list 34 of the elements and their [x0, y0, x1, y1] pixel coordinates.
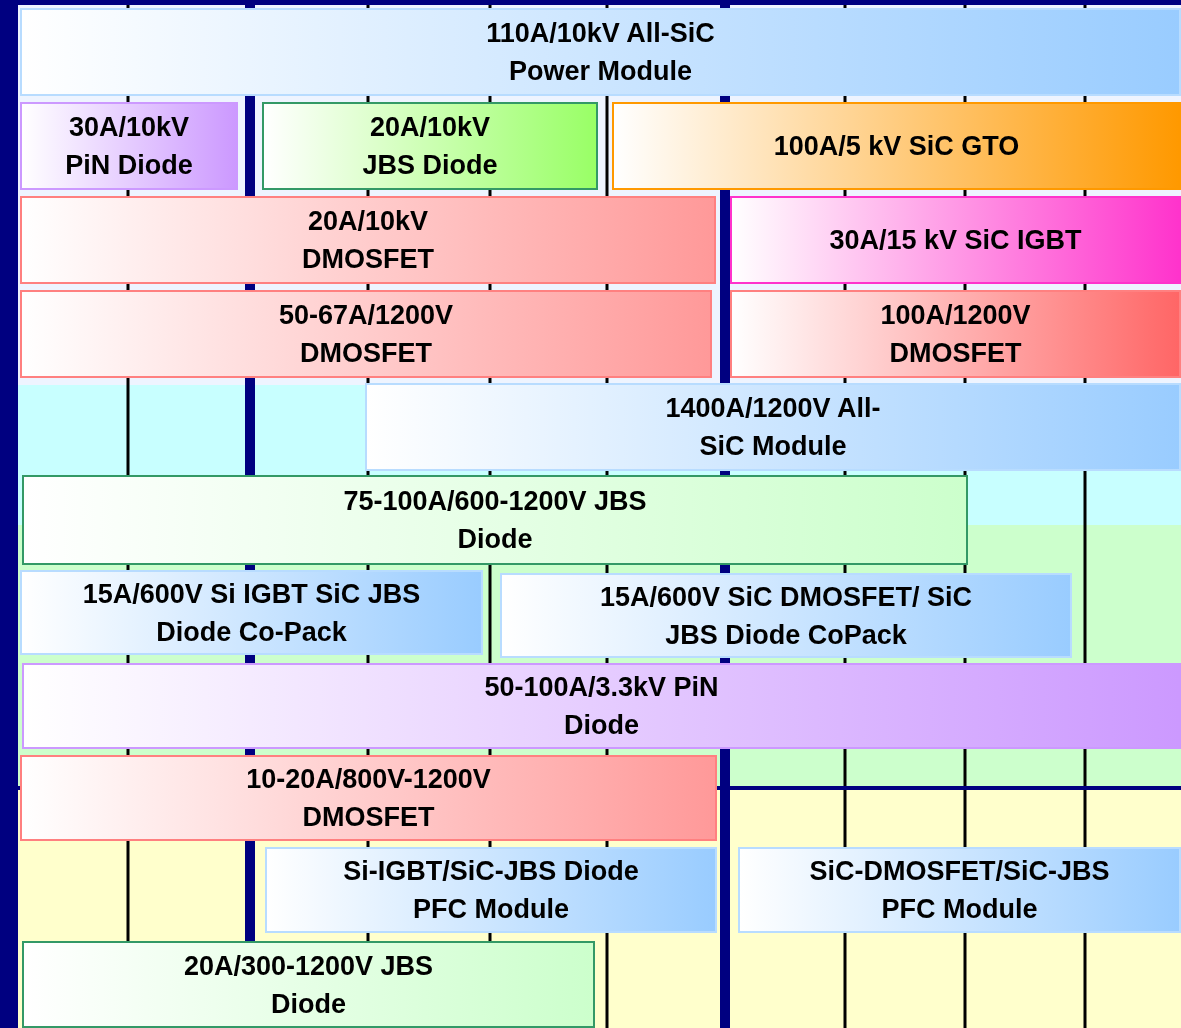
device-bar	[20, 196, 716, 284]
device-label: 20A/10kV JBS Diode	[361, 111, 499, 182]
device-bar	[22, 475, 968, 565]
device-bar	[612, 102, 1181, 190]
device-bar	[22, 941, 595, 1028]
device-bar	[730, 290, 1181, 378]
device-bar	[22, 663, 1181, 749]
device-bar	[500, 573, 1072, 658]
device-bar	[738, 847, 1181, 933]
device-label: 75-100A/600-1200V JBS Diode	[342, 485, 648, 556]
device-label: Si-IGBT/SiC-JBS Diode PFC Module	[342, 855, 640, 926]
device-bar	[20, 570, 483, 655]
device-label: 20A/10kV DMOSFET	[301, 205, 435, 276]
device-bar	[730, 196, 1181, 284]
device-bar	[262, 102, 598, 190]
device-label: 110A/10kV All-SiC Power Module	[485, 17, 716, 88]
device-label: 100A/5 kV SiC GTO	[773, 130, 1020, 163]
device-bar	[365, 383, 1181, 471]
device-label: 1400A/1200V All-SiC Module	[664, 392, 882, 463]
device-label: 50-100A/3.3kV PiN Diode	[483, 671, 720, 742]
device-bar	[20, 102, 238, 190]
device-label: 10-20A/800V-1200V DMOSFET	[245, 763, 492, 834]
device-bar	[20, 8, 1181, 96]
device-label: 15A/600V SiC DMOSFET/ SiC JBS Diode CoPack	[598, 580, 974, 652]
device-label: 30A/10kV PiN Diode	[64, 111, 194, 182]
device-label: 50-67A/1200V DMOSFET	[277, 299, 455, 370]
device-bar	[265, 847, 717, 933]
device-label: 15A/600V Si IGBT SiC JBS Diode Co-Pack	[81, 577, 422, 649]
device-label: 100A/1200V DMOSFET	[879, 299, 1032, 370]
device-label: 30A/15 kV SiC IGBT	[829, 224, 1082, 257]
device-bar	[20, 290, 712, 378]
device-label: SiC-DMOSFET/SiC-JBS PFC Module	[808, 855, 1111, 926]
device-bar	[20, 755, 717, 841]
device-label: 20A/300-1200V JBS Diode	[182, 949, 435, 1021]
